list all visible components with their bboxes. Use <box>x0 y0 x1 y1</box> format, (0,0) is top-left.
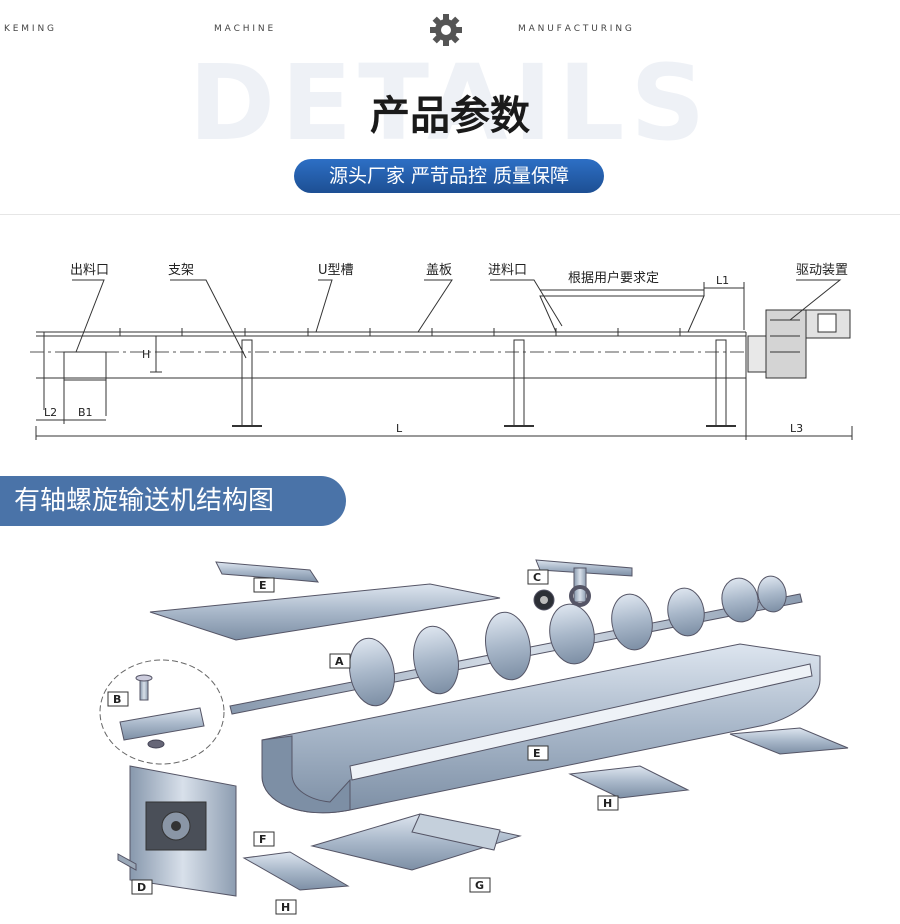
dim-H: H <box>142 348 150 361</box>
dim-L1: L1 <box>716 274 729 287</box>
label-inlet: 进料口 <box>488 263 527 278</box>
label-cover: 盖板 <box>426 263 452 278</box>
drive-gearbox <box>765 309 807 379</box>
label-drive: 驱动装置 <box>796 263 848 278</box>
outlet-box <box>63 351 107 381</box>
brand-line: K E M I N G M A C H I N E M A N U F A C … <box>0 24 900 38</box>
cover-plate <box>149 583 501 641</box>
part-label-e-trough: E <box>533 747 541 760</box>
screw-flights <box>349 575 787 707</box>
inlet-hopper <box>539 295 705 333</box>
leader-outlet <box>72 279 105 353</box>
dim-L: L <box>396 422 403 435</box>
leader-trough <box>315 279 333 333</box>
leader-drive <box>789 279 842 321</box>
leader-inlet <box>490 279 563 327</box>
part-label-h-left: H <box>281 901 290 914</box>
part-label-e-top: E <box>259 579 267 592</box>
part-label-b: B <box>113 693 121 706</box>
part-label-d: D <box>137 881 146 894</box>
header: K E M I N G M A C H I N E M A N U F A C … <box>0 0 900 215</box>
divider <box>0 214 900 215</box>
leader-support <box>170 279 247 359</box>
dim-L2: L2 <box>44 406 57 419</box>
bearing-sleeve <box>119 707 205 741</box>
support-leg-3 <box>715 339 727 427</box>
part-label-f: F <box>259 833 267 846</box>
gear-icon <box>430 14 462 46</box>
top-bracket <box>215 561 319 583</box>
bearing-detail-circle <box>99 659 225 765</box>
tagline-badge: 源头厂家 严苛品控 质量保障 <box>294 159 604 193</box>
brand-text-middle: M A C H I N E <box>214 24 274 34</box>
brand-text-right: M A N U F A C T U R I N G <box>518 24 632 34</box>
watermark: DETAILS <box>188 42 712 164</box>
support-leg-2 <box>513 339 525 427</box>
dim-B1: B1 <box>78 406 93 419</box>
label-custom: 根据用户要求定 <box>568 270 659 286</box>
label-outlet: 出料口 <box>70 263 109 278</box>
foot-bracket-left <box>242 851 350 891</box>
part-label-g: G <box>475 879 484 892</box>
leader-cover <box>417 279 453 333</box>
part-label-a: A <box>335 655 344 668</box>
technical-drawing: 出料口 支架 U型槽 盖板 进料口 根据用户要求定 驱动装置 L1 H L2 B… <box>30 263 853 440</box>
foot-bracket-middle <box>568 765 690 799</box>
part-label-c: C <box>533 571 541 584</box>
exploded-view: E C A B E H F D H G <box>99 559 849 915</box>
page-title: 产品参数 <box>370 93 530 139</box>
part-label-h-middle: H <box>603 797 612 810</box>
brand-text-left: K E M I N G <box>4 24 55 34</box>
label-support: 支架 <box>168 263 194 278</box>
drive-flange <box>747 335 767 373</box>
label-u-trough: U型槽 <box>318 263 354 278</box>
structure-section-title: 有轴螺旋输送机结构图 <box>0 476 346 526</box>
foot-bracket-right <box>729 727 849 755</box>
dim-L3: L3 <box>790 422 803 435</box>
